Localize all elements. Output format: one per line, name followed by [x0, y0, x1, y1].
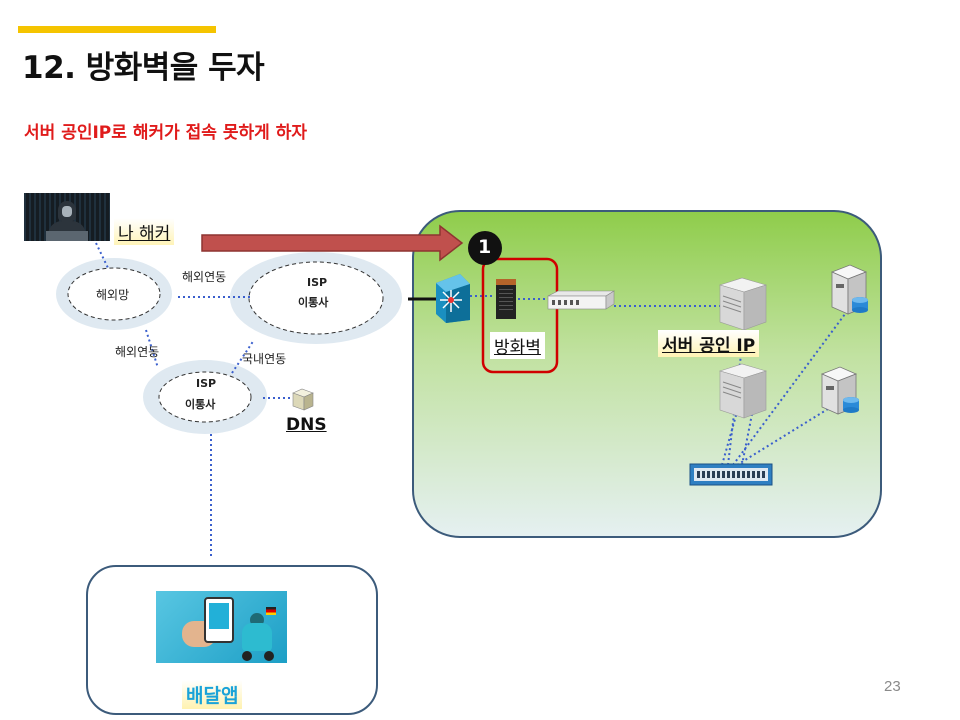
link-isp-domestic [231, 339, 255, 374]
firewall-highlight [481, 257, 559, 374]
link-overseas-isp-bottom [145, 329, 159, 369]
overseas-link-top-label: 해외연동 [182, 270, 227, 284]
isp-top-label-1: ISP [307, 276, 328, 289]
overseas-link-left-label: 해외연동 [115, 345, 160, 359]
page-number: 23 [884, 678, 901, 695]
internal-network-zone [412, 210, 882, 538]
step-badge [468, 231, 502, 265]
hacker-attack-arrow [201, 224, 464, 262]
firewall-label: 방화벽 [490, 332, 545, 359]
isp-top-label-2: 이통사 [298, 296, 329, 309]
database-server-icon [820, 366, 859, 415]
title-accent-bar [18, 26, 216, 33]
overseas-net-label: 해외망 [96, 288, 130, 302]
step-number: 1 [478, 236, 492, 258]
delivery-app-label: 배달앱 [182, 680, 243, 709]
isp-bottom-node [158, 371, 252, 423]
link-panel-server2-b [741, 413, 753, 466]
domestic-link-label: 국내연동 [242, 352, 287, 366]
database-server-icon [830, 264, 868, 315]
tower-server-icon [718, 363, 768, 419]
server-public-ip-label: 서버 공인 IP [658, 330, 760, 357]
isp-top-node [248, 261, 384, 335]
slide-subtitle: 서버 공인IP로 해커가 접속 못하게 하자 [24, 123, 307, 143]
dns-server-icon [292, 388, 314, 411]
link-panel-db1 [732, 309, 849, 466]
dns-label: DNS [286, 415, 327, 435]
tower-server-icon [718, 277, 768, 331]
hacker-image [24, 193, 110, 241]
firewall-device-icon [496, 279, 516, 319]
network-switch-icon [436, 274, 470, 323]
isp-bottom-label-2: 이통사 [185, 398, 216, 411]
router-icon [547, 290, 616, 310]
link-panel-db2 [736, 403, 837, 466]
slide-title: 12. 방화벽을 두자 [22, 50, 265, 86]
delivery-app-image [156, 591, 287, 663]
link-panel-server2-a [721, 411, 738, 466]
patch-panel-icon [689, 463, 773, 486]
overseas-net-node [67, 267, 161, 321]
hacker-label: 나 해커 [114, 218, 175, 245]
isp-bottom-label-1: ISP [196, 377, 217, 390]
